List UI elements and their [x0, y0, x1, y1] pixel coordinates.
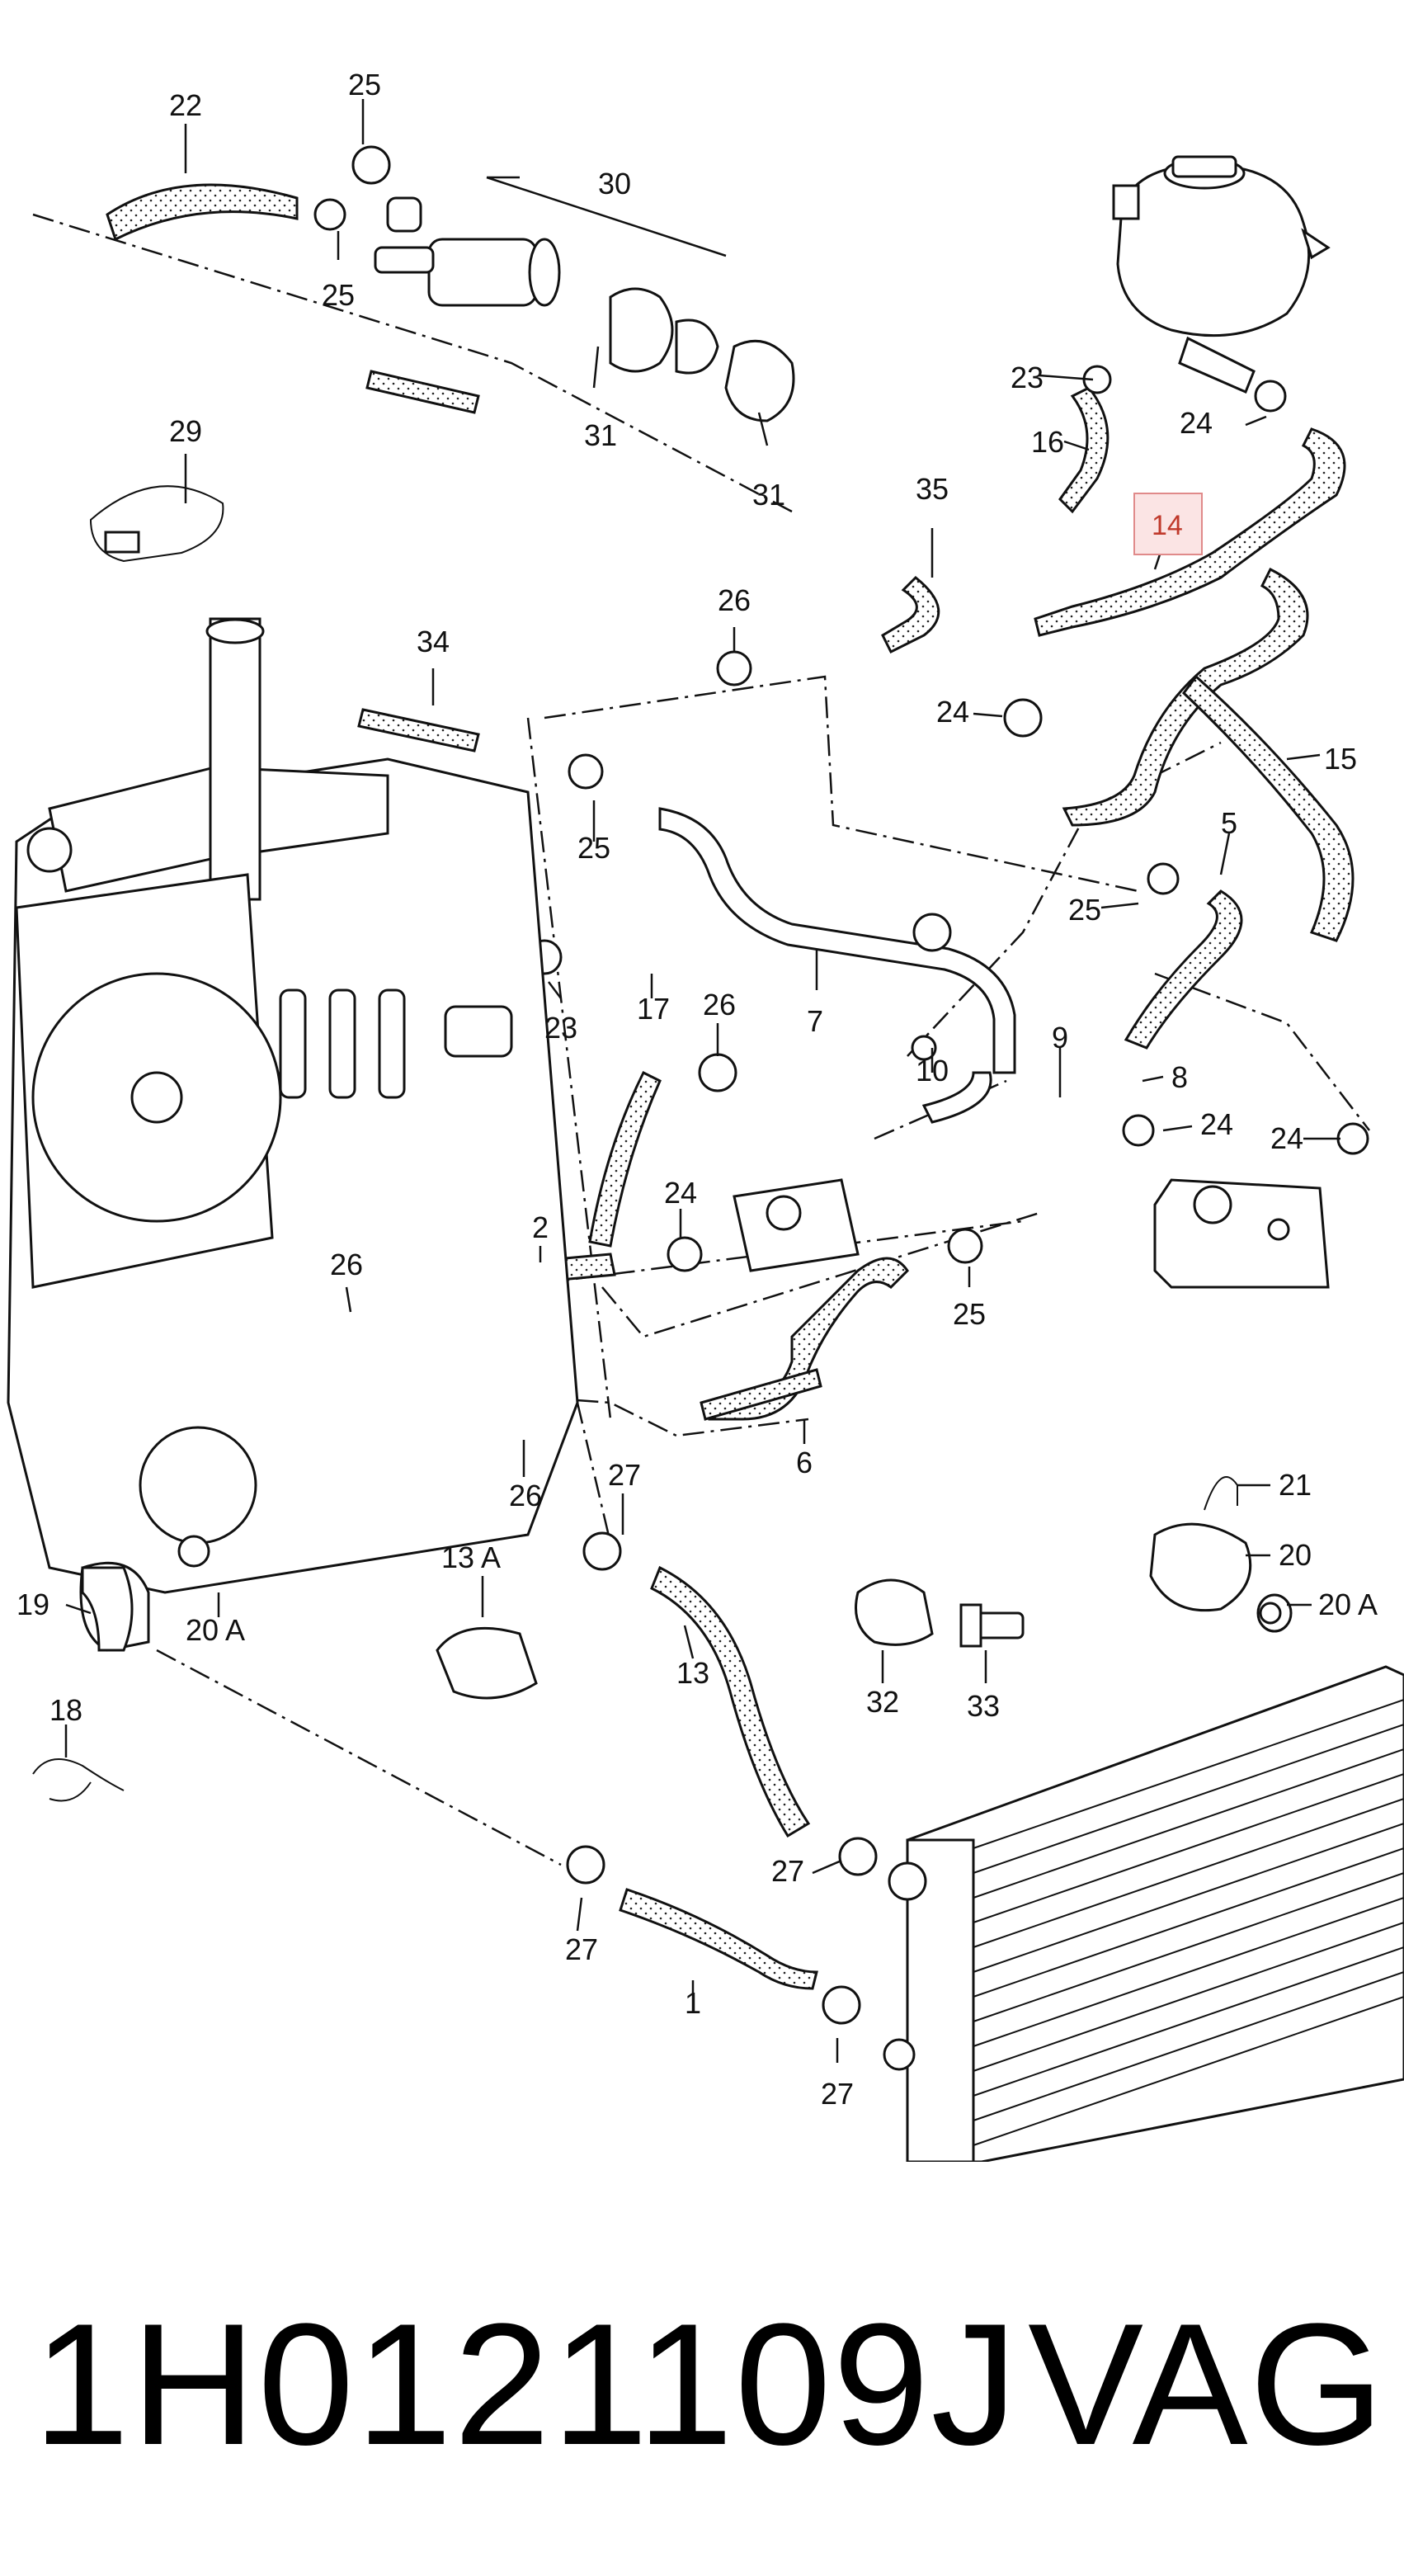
callout-7: 7 [807, 1004, 823, 1038]
callout-20a: 20 A [1318, 1588, 1378, 1621]
brand-name: VAG [1028, 2287, 1386, 2481]
callout-24: 24 [936, 695, 969, 729]
callout-1: 1 [685, 1986, 701, 2020]
radiator [883, 1665, 1404, 2162]
misc-clips [32, 1535, 1282, 1802]
callout-25: 25 [348, 68, 381, 101]
callout-10: 10 [916, 1054, 949, 1087]
callout-34: 34 [417, 625, 450, 658]
callout-20: 20 [1279, 1538, 1312, 1572]
callout-21: 21 [1279, 1468, 1312, 1502]
callout-31: 31 [752, 478, 785, 512]
callout-19: 19 [16, 1588, 49, 1621]
heat-exchanger [733, 1178, 860, 1272]
callout-29: 29 [169, 414, 202, 448]
callout-14-highlighted: 14 [1152, 510, 1183, 541]
callout-35: 35 [916, 472, 949, 506]
callout-20a: 20 A [186, 1613, 245, 1647]
engine-block [7, 617, 579, 1652]
callout-9: 9 [1052, 1021, 1068, 1054]
clip-and-bolt [855, 1578, 1025, 1648]
callout-26: 26 [509, 1479, 542, 1512]
callout-22: 22 [169, 88, 202, 122]
leader-lines [64, 99, 1340, 2063]
callout-30: 30 [598, 167, 631, 201]
callout-27: 27 [771, 1854, 804, 1888]
callout-13: 13 [676, 1656, 709, 1690]
callout-5: 5 [1221, 806, 1237, 840]
callout-27: 27 [821, 2077, 854, 2111]
part-number: 1H0121109J [33, 2287, 1020, 2481]
callout-24: 24 [1200, 1107, 1233, 1141]
expansion-tank [1112, 155, 1331, 394]
callout-2: 2 [532, 1210, 549, 1244]
callout-8: 8 [1171, 1060, 1188, 1094]
parts-diagram: 22 25 25 30 31 31 29 35 26 34 25 23 16 2… [7, 68, 1404, 2162]
part-number-caption: 1H0121109J VAG [33, 2277, 1386, 2492]
callout-25: 25 [953, 1297, 986, 1331]
callout-23: 23 [1011, 361, 1044, 394]
callout-24: 24 [1180, 406, 1213, 440]
callout-31: 31 [584, 418, 617, 452]
callout-24: 24 [1270, 1121, 1303, 1155]
band-clamp [89, 485, 224, 563]
callout-13a: 13 A [441, 1540, 501, 1574]
clamps [313, 145, 1369, 2025]
callout-26: 26 [330, 1248, 363, 1281]
callout-15: 15 [1324, 742, 1357, 776]
callout-26: 26 [718, 583, 751, 617]
callout-32: 32 [866, 1685, 899, 1719]
callout-25: 25 [577, 831, 610, 865]
callout-24: 24 [664, 1176, 697, 1210]
callout-16: 16 [1031, 425, 1064, 459]
coolant-pump [374, 196, 795, 422]
highlight-box [1133, 493, 1203, 555]
hoses [106, 183, 1355, 1990]
callout-25: 25 [322, 278, 355, 312]
callout-25: 25 [1068, 893, 1101, 927]
callout-27: 27 [608, 1458, 641, 1492]
pipes [658, 807, 1016, 1124]
callout-26: 26 [703, 988, 736, 1021]
callout-17: 17 [637, 992, 670, 1026]
callout-6: 6 [796, 1446, 813, 1479]
thermostat-housing [1149, 1476, 1293, 1633]
callout-labels: 22 25 25 30 31 31 29 35 26 34 25 23 16 2… [16, 68, 1378, 2111]
callout-33: 33 [967, 1689, 1000, 1723]
callout-18: 18 [49, 1693, 82, 1727]
callout-23: 23 [544, 1011, 577, 1045]
callout-27: 27 [565, 1932, 598, 1966]
oil-cooler [1153, 1178, 1330, 1289]
